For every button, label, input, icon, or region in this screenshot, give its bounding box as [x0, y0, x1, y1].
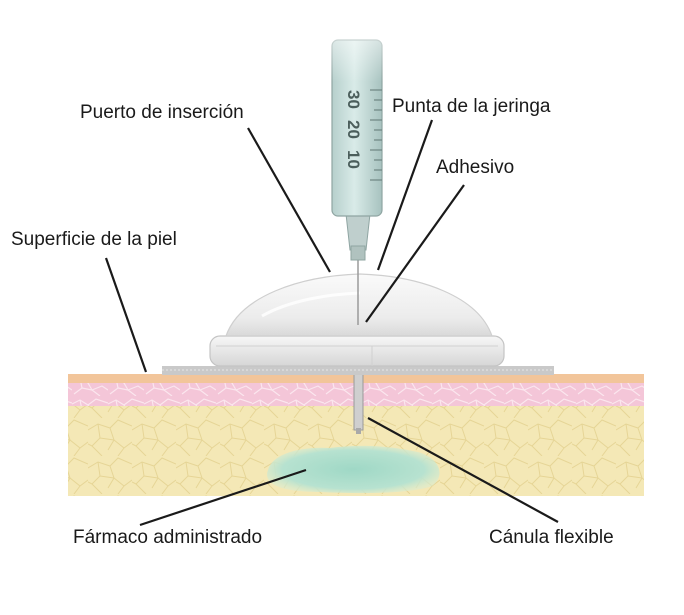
syringe: 30 20 10: [328, 0, 388, 325]
leader-punta: [376, 119, 434, 271]
leader-canula: [367, 417, 559, 523]
drug-depot: [267, 445, 440, 494]
label-skin-surface: Superficie de la piel: [11, 229, 177, 250]
syringe-mark-10: 10: [344, 150, 363, 169]
label-flexible-cannula: Cánula flexible: [489, 527, 614, 548]
syringe-mark-30: 30: [344, 90, 363, 109]
leader-puerto: [247, 127, 331, 273]
leader-farmaco: [139, 468, 307, 527]
leader-piel: [104, 257, 148, 373]
label-insertion-port: Puerto de inserción: [80, 102, 244, 123]
leader-lines: [104, 119, 559, 527]
syringe-mark-20: 20: [344, 120, 363, 139]
label-adhesive: Adhesivo: [436, 157, 515, 178]
label-administered-drug: Fármaco administrado: [73, 527, 263, 548]
leader-adhesivo: [365, 184, 465, 323]
insertion-port: [209, 273, 505, 367]
flexible-cannula: [353, 365, 364, 431]
label-syringe-tip: Punta de la jeringa: [392, 96, 551, 117]
